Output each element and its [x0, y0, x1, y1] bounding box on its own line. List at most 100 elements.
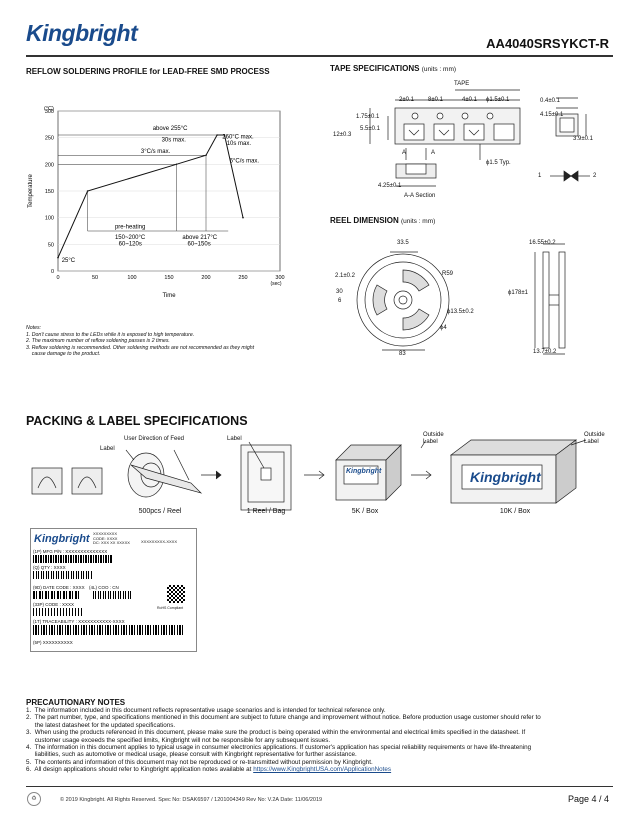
- reel-83: 83: [399, 351, 406, 357]
- label-code: (33P) CODE : XXXX: [33, 602, 75, 607]
- precaution-6-text: 6. All design applications should refer …: [26, 766, 254, 774]
- y-tick-label: 250: [45, 136, 54, 142]
- precaution-1: 1. The information included in this docu…: [26, 707, 386, 714]
- reel-title: REEL DIMENSION (units : mm): [330, 216, 435, 225]
- x-tick-label: 250: [238, 275, 247, 281]
- dim-8: 8±0.1: [428, 97, 443, 103]
- label-code1: XXXXXXXXX: [93, 531, 118, 536]
- chart-annotation: 260°C max.: [222, 135, 254, 141]
- label-sp: (5P) XXXXXXXXXX: [33, 640, 73, 645]
- chart-annotation: 3°C/s max.: [141, 149, 171, 155]
- label-codes: XXXXXXXXX CODE: XXXX DC: XXX XX XXXXX: [93, 531, 130, 546]
- dim-12: 12±0.3: [333, 132, 352, 138]
- dim-typ: ϕ1.5 Typ.: [486, 160, 511, 166]
- x-axis-label: Time: [162, 293, 176, 299]
- chart-annotation: 30s max.: [162, 137, 187, 143]
- reel-r59: R59: [442, 271, 454, 277]
- label-brand: Kingbright: [34, 533, 90, 545]
- part-number: AA4040SRSYKCT-R: [486, 36, 609, 51]
- y-tick-label: 200: [45, 162, 54, 168]
- barcode-coo: [93, 591, 133, 599]
- reel-30: 30: [336, 289, 343, 295]
- chart-annotation: 60~120s: [119, 241, 142, 247]
- label-sample: Kingbright XXXXXXXXX CODE: XXXX DC: XXX …: [30, 528, 197, 652]
- packing-title: PACKING & LABEL SPECIFICATIONS: [26, 414, 248, 428]
- tape-unit: (units : mm): [421, 66, 457, 73]
- y-axis-label: Temperature: [28, 173, 34, 207]
- profile-point: [86, 190, 89, 192]
- a-left: A: [402, 150, 407, 156]
- label-date: (9D) DATE CODE : XXXX: [33, 585, 85, 590]
- dim-425: 4.25±0.1: [378, 183, 402, 189]
- y-unit: (°C): [44, 106, 54, 112]
- pin-1: 1: [538, 173, 542, 179]
- dim-39: 3.9±0.1: [573, 136, 593, 142]
- precaution-2b: the latest datasheet for the updated spe…: [26, 721, 176, 729]
- barcode-qty: [33, 571, 93, 579]
- reel-drawing: [356, 243, 566, 355]
- packing-drawing: [31, 439, 587, 511]
- label-callout-1: Label: [100, 446, 115, 452]
- header-divider: [26, 55, 613, 57]
- tape-title-text: TAPE SPECIFICATIONS: [330, 64, 420, 73]
- barcode-mfg: [33, 555, 113, 563]
- x-tick-label: 50: [92, 275, 98, 281]
- tape-drawing: [369, 89, 590, 187]
- x-tick-label: 150: [164, 275, 173, 281]
- label-qty: (Q) QTY : XXXX: [33, 565, 66, 570]
- precaution-4b: liabilities, such as automotive or medic…: [26, 751, 357, 759]
- chart-annotation: 10s max.: [227, 141, 252, 147]
- y-tick-label: 0: [51, 269, 54, 275]
- footer-divider: [26, 786, 613, 787]
- precaution-4: 4. The information in this document appl…: [26, 744, 532, 752]
- dim-hole: ϕ1.5±0.1: [486, 97, 510, 103]
- dim-415: 4.15±0.1: [540, 112, 564, 118]
- x-tick-label: 0: [56, 275, 59, 281]
- label-trace: (1T) TRACEABILITY : XXXXXXXXXXX-XXXX: [33, 619, 125, 624]
- box-brand-large: Kingbright: [470, 469, 541, 485]
- caption-5k: 5K / Box: [351, 508, 379, 515]
- chart-annotation: 150~200°C: [115, 235, 146, 241]
- reel-1655: 16.55±0.2: [529, 240, 556, 246]
- caption-reel: 500pcs / Reel: [138, 508, 182, 515]
- barcode-code: [33, 608, 83, 616]
- chart-annotation: above 255°C: [153, 126, 188, 132]
- note-heading: Notes:: [26, 325, 41, 331]
- x-tick-label: 200: [201, 275, 210, 281]
- dim-4: 4±0.1: [462, 97, 477, 103]
- reel-6: 6: [338, 298, 342, 304]
- caption-bag: 1 Reel / Bag: [246, 508, 286, 515]
- tape-label: TAPE: [454, 81, 470, 87]
- tape-title: TAPE SPECIFICATIONS (units : mm): [330, 64, 456, 73]
- a-right: A: [431, 150, 436, 156]
- reel-4: ϕ4: [440, 325, 447, 331]
- barcode-trace: [33, 625, 183, 635]
- barcode-date: [33, 591, 81, 599]
- reel-135: ϕ13.5±0.2: [447, 309, 474, 315]
- note-3: 3. Reflow soldering is recommended. Othe…: [26, 344, 255, 351]
- note-2: 2. The maximum number of reflow solderin…: [26, 338, 170, 344]
- profile-point: [242, 216, 244, 219]
- page-number: Page 4 / 4: [567, 794, 609, 804]
- feed-direction: User Direction of Feed: [124, 436, 185, 442]
- dim-175: 1.75±0.1: [356, 114, 380, 120]
- pin-2: 2: [593, 173, 597, 179]
- label-mfg: (1P) MFG P/N : XXXXXXXXXXXXXX: [33, 549, 108, 554]
- box-brand-small: Kingbright: [346, 468, 382, 475]
- reflow-notes: Notes: 1. Don't cause stress to the LEDs…: [26, 325, 316, 358]
- x-unit: (sec): [270, 281, 281, 287]
- dim-04: 0.4±0.1: [540, 98, 560, 104]
- footer-copyright: © 2019 Kingbright. All Rights Reserved. …: [60, 797, 323, 803]
- chart-annotation: above 217°C: [182, 235, 217, 241]
- caption-10k: 10K / Box: [499, 508, 531, 515]
- reel-335: 33.5: [397, 240, 409, 246]
- note-1: 1. Don't cause stress to the LEDs while …: [26, 331, 195, 338]
- kingbright-logo: Kingbright: [26, 20, 138, 46]
- label-code3: DC: XXX XX XXXXX: [93, 540, 130, 545]
- reel-unit: (units : mm): [400, 218, 436, 225]
- chart-annotation: 60~150s: [188, 241, 211, 247]
- precautions-list: 1. The information included in this docu…: [26, 707, 616, 774]
- reel-title-text: REEL DIMENSION: [330, 216, 399, 225]
- x-tick-label: 100: [127, 275, 136, 281]
- application-notes-link[interactable]: https://www.KingbrightUSA.com/Applicatio…: [253, 766, 392, 774]
